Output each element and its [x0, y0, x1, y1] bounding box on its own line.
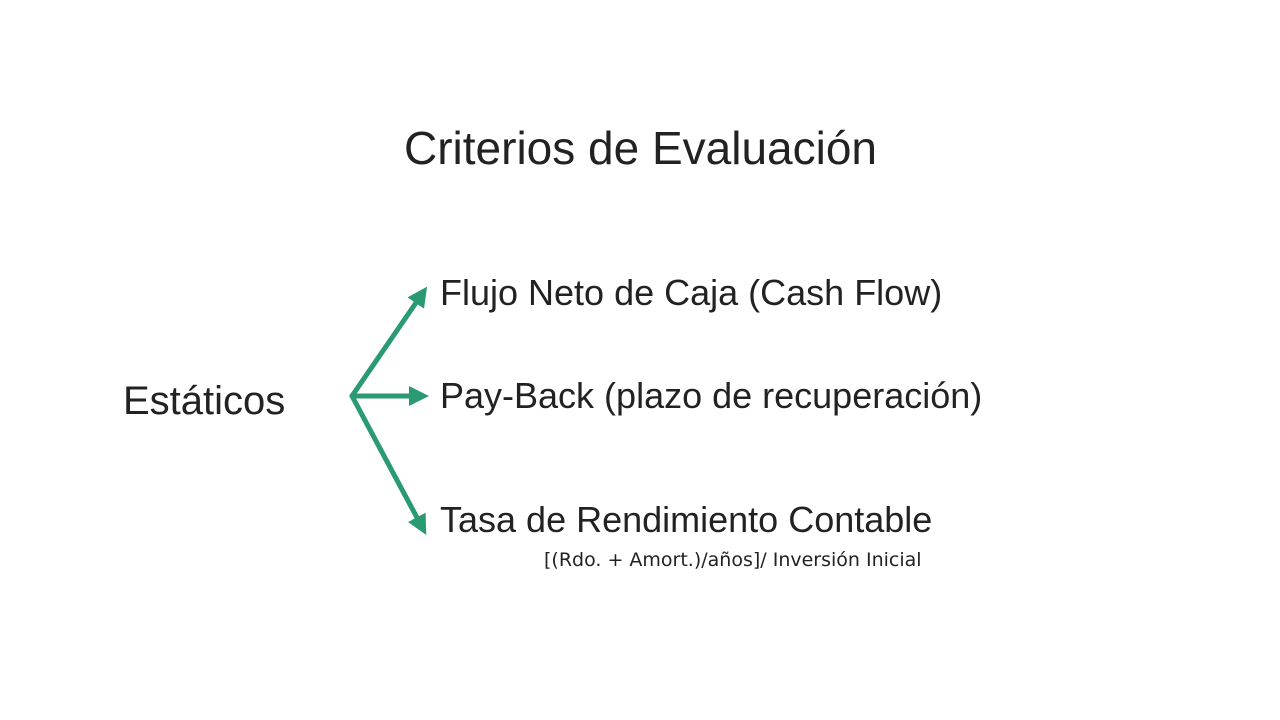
branch-flujo-neto-de-caja: Flujo Neto de Caja (Cash Flow) — [440, 272, 943, 313]
formula-tasa-rendimiento: [(Rdo. + Amort.)/años]/ Inversión Inicia… — [544, 549, 922, 571]
root-label-estaticos: Estáticos — [123, 379, 286, 423]
arrow-to-flujo-neto — [349, 286, 428, 399]
slide-title: Criterios de Evaluación — [404, 122, 878, 174]
arrow-to-tasa-rendimiento — [349, 393, 427, 535]
branch-tasa-de-rendimiento-contable: Tasa de Rendimiento Contable — [440, 499, 933, 540]
branch-pay-back: Pay-Back (plazo de recuperación) — [440, 375, 983, 416]
